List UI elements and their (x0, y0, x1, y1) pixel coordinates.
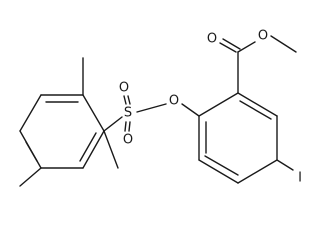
atom-o-sulfonyl-bottom: O (123, 133, 133, 148)
bond-ring2-a (198, 92, 239, 117)
bond-ring1-double-2 (25, 141, 38, 162)
atom-o-ether: O (169, 94, 179, 109)
atom-o-ester: O (258, 29, 268, 44)
atom-o-carbonyl: O (207, 32, 217, 47)
bond-ring1-a (82, 130, 105, 169)
bond-oxygen-methyl (270, 35, 297, 53)
bond-ring2-e (198, 159, 239, 184)
bond-s-o-bottom-1 (124, 121, 127, 132)
benzoate-ring (198, 92, 278, 184)
bond-carbonyl-double-2 (222, 38, 241, 50)
atom-iodine: I (298, 171, 302, 186)
bond-s-o-bottom-2 (128, 121, 131, 132)
atom-sulfur: S (124, 106, 132, 121)
bond-ring2-double-1 (239, 100, 272, 120)
bond-carbon-ester-oxygen (237, 41, 256, 53)
bond-sulfur-oxygen (136, 103, 167, 113)
methyl-bottom (103, 130, 119, 169)
bond-ring2-iodine (276, 159, 294, 171)
bond-ring2-double-2 (204, 155, 239, 176)
bond-ring1-d (19, 94, 42, 132)
bond-ring1-double-1 (79, 132, 97, 162)
bond-ring1-f (82, 94, 105, 132)
mesityl-ring (19, 94, 105, 169)
bond-ring1-sulfur (103, 116, 123, 132)
methyl-left (19, 167, 42, 187)
bond-carbonyl-double-1 (219, 42, 237, 53)
atom-o-sulfonyl-top: O (119, 81, 129, 96)
bond-oxygen-ring2 (181, 103, 200, 117)
bond-s-o-top-2 (127, 95, 131, 105)
bond-ring2-b (237, 92, 278, 117)
bond-ring2-d (237, 159, 278, 184)
molecule-structure: S O O O O O I (19, 29, 302, 187)
molecule-canvas: S O O O O O I (19, 29, 302, 187)
bond-s-o-top-1 (123, 95, 127, 105)
